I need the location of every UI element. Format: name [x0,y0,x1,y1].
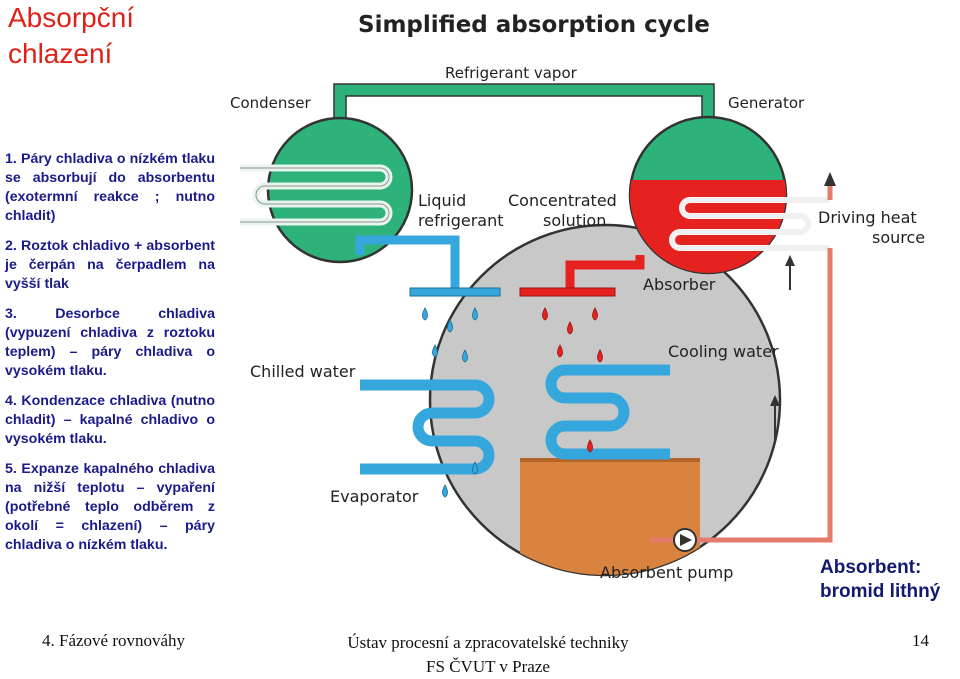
steps-list: 1. Páry chladiva o nízkém tlaku se absor… [5,150,215,566]
absorber-label: Absorber [643,275,716,294]
step-2: 2. Roztok chladivo + absorbent je čerpán… [5,238,215,292]
refrigerant-vapor-label: Refrigerant vapor [445,64,578,82]
footer-institute-line1: Ústav procesní a zpracovatelské techniky [347,633,629,652]
diagram-title: Simplified absorption cycle [358,12,710,38]
solution-label: solution [543,211,606,230]
slide-title-line2: chlazení [8,38,113,69]
refrigerant-label: refrigerant [418,211,504,230]
footer-institute-line2: FS ČVUT v Praze [426,657,550,676]
solution-spray-header [519,287,616,297]
footer-chapter: 4. Fázové rovnováhy [42,631,186,650]
slide-title: Absorpční chlazení [8,0,134,72]
condenser-label: Condenser [230,94,311,112]
cooling-water-label: Cooling water [668,342,779,361]
step-3: 3. Desorbce chladiva (vypuzení chladiva … [5,306,215,379]
footer-institute: Ústav procesní a zpracovatelské techniky… [312,631,664,679]
absorbent-pump-label: Absorbent pump [600,563,733,582]
concentrated-label: Concentrated [508,191,617,210]
refrigerant-droplets [422,307,478,498]
absorbent-note-line2: bromid lithný [820,581,941,602]
absorbent-note: Absorbent: bromid lithný [820,556,940,604]
cooling-water-coil [545,364,670,460]
source-label: source [872,228,925,247]
slide-title-line1: Absorpční [8,2,135,33]
vapor-pipe [334,84,714,118]
absorbent-note-line1: Absorbent: [820,557,922,578]
generator-label: Generator [728,94,805,112]
absorption-cycle-diagram: Simplified absorption cycle Refrigerant … [230,12,925,582]
step-4: 4. Kondenzace chladiva (nutno chladit) –… [5,393,215,447]
liquid-label: Liquid [418,191,466,210]
chilled-water-coil [360,379,495,475]
concentrated-solution-pipe [565,255,645,290]
evaporator-label: Evaporator [330,487,419,506]
solution-droplets [542,307,603,453]
liquid-refrigerant-pipe [355,235,460,290]
chilled-water-label: Chilled water [250,362,356,381]
step-5: 5. Expanze kapalného chladiva na nižší t… [5,461,215,553]
condenser-vessel [266,116,414,264]
generator-coil [669,197,830,251]
driving-heat-label: Driving heat [818,208,917,227]
refrigerant-spray-header [409,287,501,297]
absorber-pool [520,460,700,575]
step-1: 1. Páry chladiva o nízkém tlaku se absor… [5,151,215,224]
page-number: 14 [912,631,929,650]
